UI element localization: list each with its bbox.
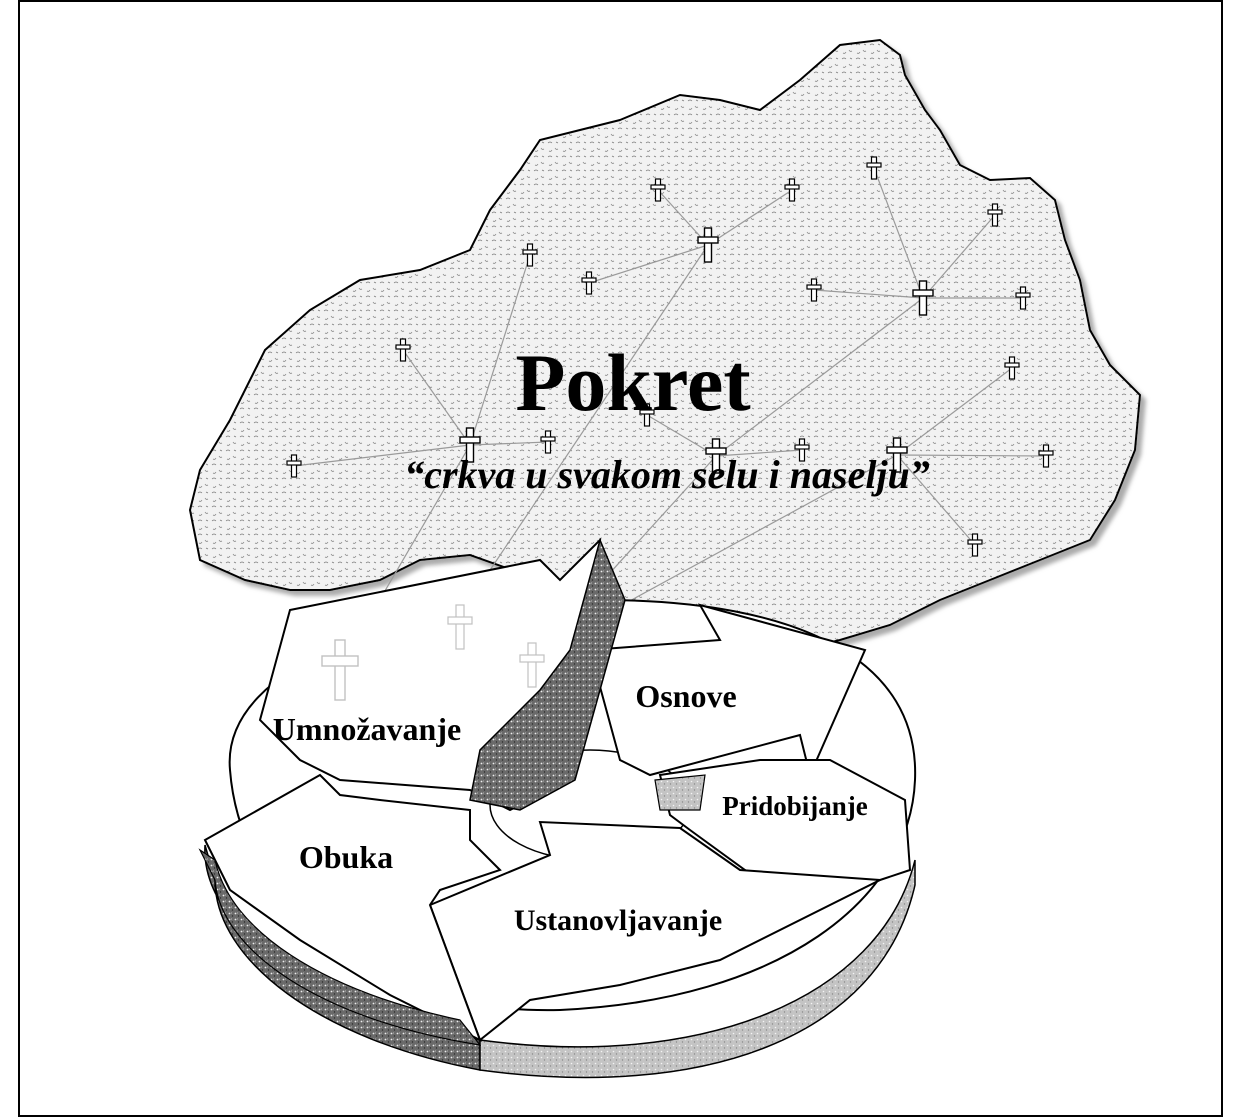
cross-icon [447, 604, 473, 650]
arrow-umnozavanje-dark [469, 537, 626, 811]
diagram-subtitle: “crkva u svakom selu i naselju” [404, 452, 930, 497]
stage-label-umnozavanje: Umnožavanje [273, 711, 461, 747]
arrow-pridobijanje-edge [654, 774, 706, 811]
cross-icon [519, 642, 545, 688]
arrow-obuka [203, 773, 502, 1043]
diagram-title: Pokret [515, 337, 750, 428]
arrow-ustanovljavanje [428, 820, 884, 1042]
stage-label-osnove: Osnove [635, 678, 736, 714]
ring-side-light [479, 859, 916, 1079]
region-shape [188, 38, 1142, 657]
cycle-arrows [198, 537, 912, 1046]
cross-icon [321, 639, 359, 701]
arrow-obuka-dark [198, 848, 482, 1046]
faded-crosses [321, 604, 545, 701]
stage-label-ustanovljavanje: Ustanovljavanje [514, 904, 722, 937]
stage-label-obuka: Obuka [299, 839, 393, 875]
stage-label-pridobijanje: Pridobijanje [722, 791, 868, 821]
